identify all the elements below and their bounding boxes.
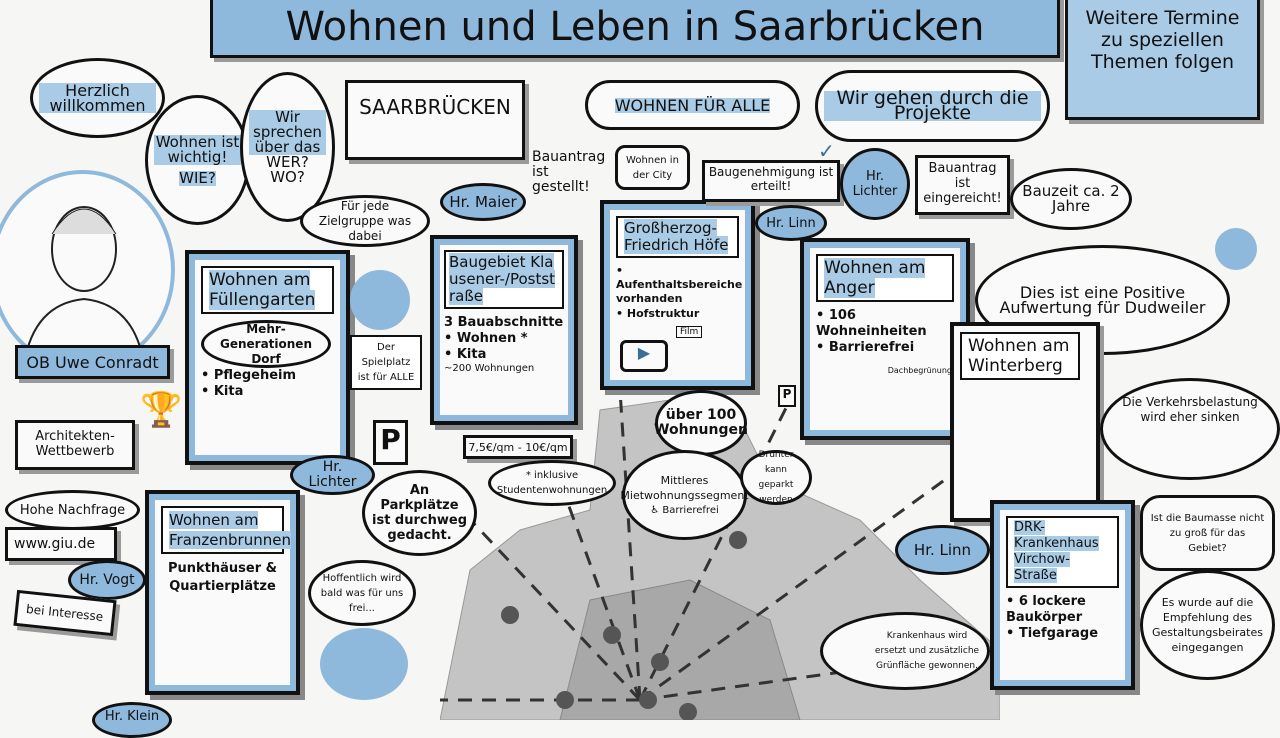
rent-segment-text: Mittleres Mietwohnungssegment <box>620 473 749 502</box>
list-item: Kita <box>213 384 244 399</box>
city-tag: Wohnen in der City <box>615 145 690 190</box>
green-roof-label: Dachbegrünung <box>887 366 952 375</box>
parking-underneath-note: Drunter kann geparkt werden <box>740 450 812 505</box>
speaker-bubble-linn-2: Hr. Linn <box>895 525 990 575</box>
list-item: Barrierefrei <box>828 340 915 355</box>
accessible-text: Barrierefrei <box>662 504 719 516</box>
demand-bubble: Hohe Nachfrage <box>5 490 140 530</box>
walkthrough-label: Wir gehen durch die Projekte <box>824 89 1041 123</box>
speaker-bubble-maier: Hr. Maier <box>440 183 526 221</box>
card-title: Wohnen am Füllengarten <box>209 270 316 310</box>
map-pins <box>501 531 747 720</box>
status-approved: Baugenehmigung ist erteilt! <box>702 160 840 202</box>
page-title: Wohnen und Leben in Saarbrücken <box>210 0 1060 58</box>
important-text: Wohnen ist wichtig! <box>154 132 241 166</box>
speaker-bubble-klein: Hr. Klein <box>92 702 172 738</box>
question-bubble: Ist die Baumasse nicht zu groß für das G… <box>1140 495 1275 571</box>
list-item: 106 Wohneinheiten <box>816 308 927 339</box>
project-card-anger: Wohnen am Anger • 106 Wohneinheiten • Ba… <box>800 238 970 440</box>
speaker-bubble-vogt: Hr. Vogt <box>68 560 146 600</box>
playground-note: Der Spielplatz ist für ALLE <box>350 335 422 390</box>
card-title: Wohnen am Anger <box>824 258 926 298</box>
talk-text: Wir sprechen über das <box>249 109 326 155</box>
generation-bubble: Mehr-Generationen Dorf <box>201 320 331 368</box>
parking-sign-icon: P <box>778 385 796 407</box>
website-link[interactable]: www.giu.de <box>5 527 117 561</box>
student-note: * inklusive Studentenwohnungen <box>488 460 616 506</box>
trophy-icon: 🏆 <box>140 390 183 430</box>
speaker-bubble-lichter: Hr. Lichter <box>840 148 910 220</box>
target-groups-bubble: Für jede Zielgruppe was dabei <box>300 195 430 247</box>
city-box: SAARBRÜCKEN <box>345 80 525 160</box>
card-title: Wohnen am Franzenbrunnen <box>169 511 291 549</box>
person-pointing-icon <box>1215 228 1257 270</box>
hope-bubble: Hoffentlich wird bald was für uns frei..… <box>308 560 416 626</box>
speaker-portrait <box>0 170 175 370</box>
list-item: Wohnen * <box>456 331 528 346</box>
units-bubble: über 100 Wohnungen <box>654 390 748 456</box>
traffic-bubble: Die Verkehrsbelastung wird eher sinken <box>1100 378 1280 480</box>
project-description: Punkthäuser & Quartierplätze <box>167 561 277 594</box>
hospital-note: Krankenhaus wird ersetzt und zusätzliche… <box>820 612 990 690</box>
play-video-button[interactable]: ▶ <box>620 340 668 372</box>
card-title: Wohnen am Winterberg <box>960 332 1080 380</box>
person-portrait-icon <box>23 206 145 365</box>
upcoming-notice: Weitere Termine zu speziellen Themen fol… <box>1065 0 1260 120</box>
project-card-winterberg: Wohnen am Winterberg <box>950 322 1100 522</box>
project-card-fuellengarten: Wohnen am Füllengarten Mehr-Generationen… <box>185 250 350 465</box>
checkmark-icon: ✓ <box>818 139 835 163</box>
how-text: WIE? <box>179 168 216 187</box>
project-card-klausener: Baugebiet Klausener-/Poststraße 3 Bauabs… <box>430 235 578 425</box>
list-item: Hofstruktur <box>626 307 700 320</box>
playground-icon <box>350 270 410 330</box>
theme-label: WOHNEN FÜR ALLE <box>614 95 771 115</box>
card-title: Baugebiet Klausener-/Poststraße <box>449 253 556 305</box>
speaker-label: OB Uwe Conradt <box>15 345 170 379</box>
who-text: WER? <box>266 152 309 171</box>
people-group-icon <box>320 628 408 700</box>
list-item: Tiefgarage <box>1018 626 1099 641</box>
project-card-grossherzog: Großherzog-Friedrich Höfe • Aufenthaltsb… <box>600 200 755 390</box>
card-title: DRK-Krankenhaus Virchow-Straße <box>1014 520 1099 583</box>
duration-bubble: Bauzeit ca. 2 Jahre <box>1010 168 1132 230</box>
project-card-franzenbrunnen: Wohnen am Franzenbrunnen Punkthäuser & Q… <box>145 490 300 695</box>
sections-text: 3 Bauabschnitte <box>444 315 564 330</box>
units-count: ~200 Wohnungen <box>444 363 535 374</box>
where-text: WO? <box>270 167 305 186</box>
welcome-text: Herzlich willkommen <box>39 83 156 114</box>
list-item: Pflegeheim <box>213 368 297 383</box>
status-submitted: Bauantrag ist gestellt! <box>532 149 606 195</box>
list-item: Aufenthaltsbereiche vorhanden <box>616 278 743 305</box>
price-tag: 7,5€/qm - 10€/qm <box>463 435 573 459</box>
list-item: 6 lockere Baukörper <box>1006 594 1086 625</box>
answer-bubble: Es wurde auf die Empfehlung des Gestaltu… <box>1140 570 1275 680</box>
competition-label: Architekten-Wettbewerb <box>15 420 135 470</box>
parking-note: An Parkplätze ist durchweg gedacht. <box>362 470 477 556</box>
speaker-bubble-lichter-2: Hr. Lichter <box>290 455 375 495</box>
status-submitted-winterberg: Bauantrag ist eingereicht! <box>915 155 1010 215</box>
parking-sign-large-icon: P <box>373 420 408 465</box>
list-item: Kita <box>456 347 487 362</box>
speaker-bubble-linn: Hr. Linn <box>755 205 827 241</box>
card-title: Großherzog-Friedrich Höfe <box>624 219 729 254</box>
film-tag: Film <box>676 326 703 338</box>
project-card-drk: DRK-Krankenhaus Virchow-Straße • 6 locke… <box>990 500 1135 690</box>
